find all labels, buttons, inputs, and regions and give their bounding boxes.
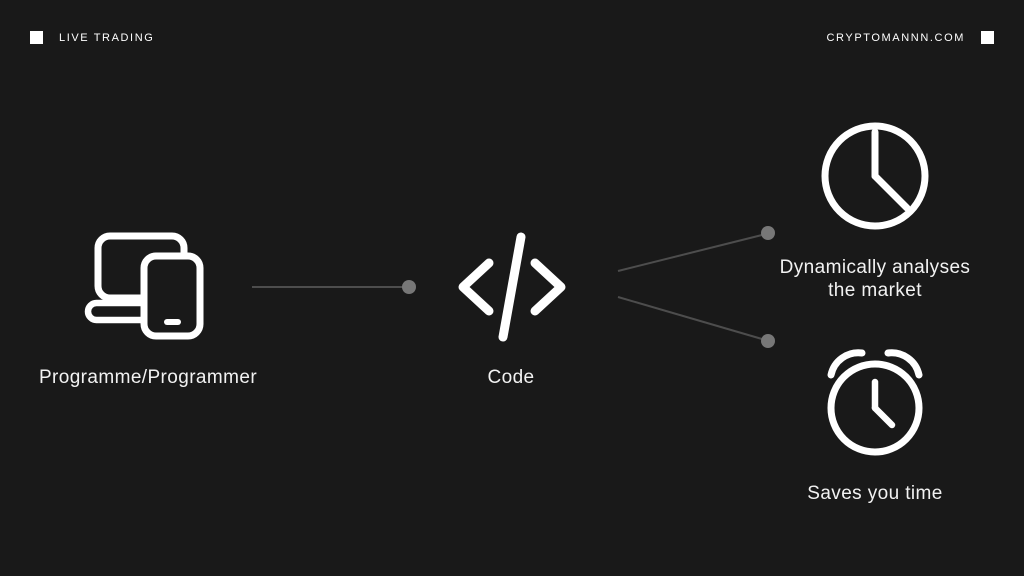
alarm-clock-icon xyxy=(817,344,933,460)
square-bullet-icon xyxy=(30,31,43,44)
header-left: LIVE TRADING xyxy=(30,31,154,44)
code-brackets-icon xyxy=(447,231,577,343)
pie-clock-icon xyxy=(819,120,931,232)
header-right-label: CRYPTOMANNN.COM xyxy=(826,31,965,44)
header-left-label: LIVE TRADING xyxy=(59,31,155,44)
code-node-label: Code xyxy=(487,367,535,388)
market-node-label: Dynamically analyses the market xyxy=(725,256,1024,302)
connector-dot xyxy=(761,334,775,348)
laptop-phone-icon xyxy=(84,232,216,340)
connector-line xyxy=(617,296,763,340)
market-label-line2: the market xyxy=(828,280,922,301)
time-node-label: Saves you time xyxy=(807,483,943,504)
connector-dot xyxy=(402,280,416,294)
square-bullet-icon xyxy=(981,31,994,44)
header-right: CRYPTOMANNN.COM xyxy=(826,31,994,44)
devices-node-label: Programme/Programmer xyxy=(38,367,258,388)
connector-dot xyxy=(761,226,775,240)
market-label-line1: Dynamically analyses xyxy=(779,257,971,278)
